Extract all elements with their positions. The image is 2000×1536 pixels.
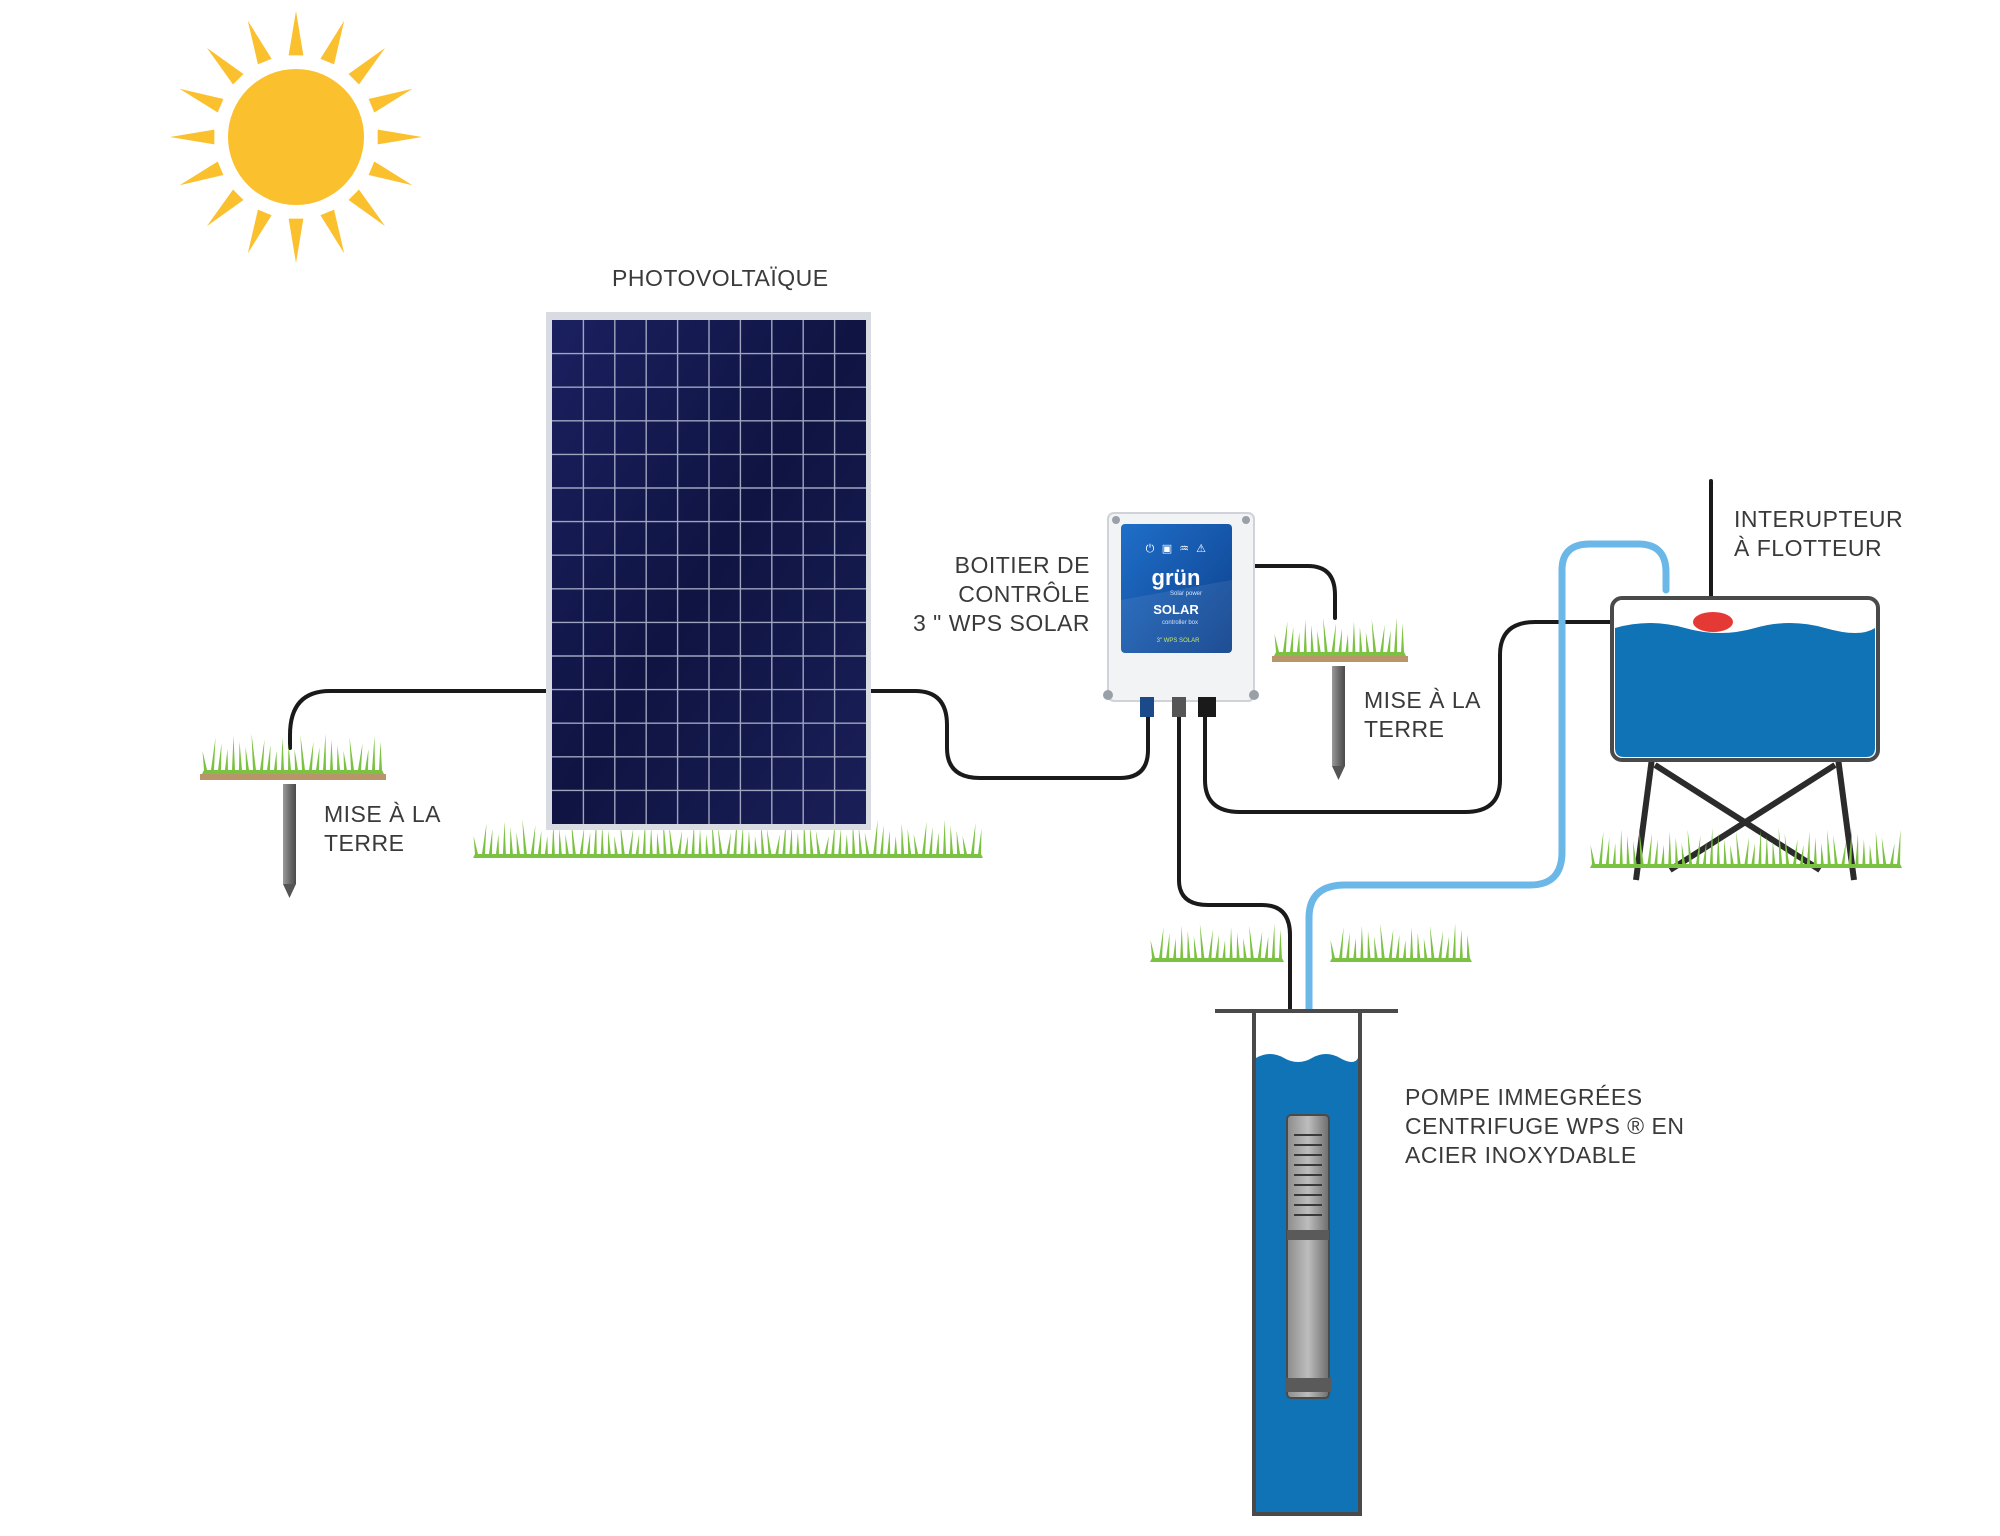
sun-ray — [179, 161, 224, 186]
label-line: TERRE — [1364, 716, 1445, 742]
water-tank — [1590, 596, 1902, 881]
sun-ray — [377, 129, 422, 145]
sun-icon — [170, 11, 422, 263]
label-line: BOITIER DE — [954, 552, 1090, 578]
ground-right — [1272, 617, 1408, 780]
sun-ray — [368, 88, 413, 113]
ground-label-right: MISE À LA TERRE — [1364, 686, 1481, 744]
sun-ray — [348, 47, 386, 85]
label-line: CONTRÔLE — [958, 581, 1090, 607]
grass-patch — [202, 733, 384, 774]
panel-label: PHOTOVOLTAÏQUE — [612, 264, 829, 293]
sun-ray — [179, 88, 224, 113]
ground-cable-left — [288, 689, 548, 750]
pump-label: POMPE IMMEGRÉES CENTRIFUGE WPS ® EN ACIER … — [1405, 1083, 1684, 1170]
sun-ray — [206, 47, 244, 85]
controller-connector — [1140, 697, 1154, 717]
ground-rod — [283, 784, 296, 884]
pump-power-cable — [1177, 713, 1292, 1117]
sun-ray — [320, 209, 345, 254]
label-line: INTERUPTEUR — [1734, 506, 1904, 532]
sun-ray — [206, 189, 244, 227]
sun-ray — [288, 11, 304, 56]
controller-subtitle: controller box — [1162, 620, 1198, 626]
ground-label-left: MISE À LA TERRE — [324, 800, 441, 858]
solar-panel — [546, 312, 871, 830]
controller-logo: grün — [1152, 565, 1201, 590]
controller-power-icon: ⏻ — [1146, 542, 1155, 555]
sun-ray — [170, 129, 215, 145]
controller-label: BOITIER DE CONTRÔLE 3 " WPS SOLAR — [905, 551, 1090, 638]
controller-box: ⏻ ▣ ♒ ⚠ grün Solar power SOLAR controlle… — [1103, 512, 1259, 717]
ground-left — [200, 733, 386, 898]
tank-stand — [1633, 757, 1857, 881]
controller-tagline: Solar power — [1170, 591, 1202, 597]
grass-patch — [1330, 923, 1472, 962]
sun-ray — [368, 161, 413, 186]
borehole — [1150, 923, 1472, 1516]
sun-ray — [247, 20, 272, 65]
cable-lines — [288, 479, 1713, 1117]
submersible-pump — [1285, 1114, 1331, 1399]
controller-pump-icon: ♒ — [1179, 542, 1189, 555]
label-line: CENTRIFUGE WPS ® EN — [1405, 1113, 1685, 1139]
float-switch-cable — [1203, 620, 1702, 814]
float-switch — [1693, 612, 1733, 632]
ground-cable-right — [1246, 564, 1337, 620]
float-switch-label: INTERUPTEUR À FLOTTEUR — [1734, 505, 1903, 563]
ground-rod — [1332, 666, 1345, 766]
controller-product: SOLAR — [1153, 602, 1199, 617]
tank-water — [1615, 623, 1875, 757]
controller-connector — [1198, 697, 1216, 717]
sun-ray — [348, 189, 386, 227]
soil-strip — [200, 774, 386, 780]
sun-ray — [247, 209, 272, 254]
controller-badge: 3" WPS SOLAR — [1157, 638, 1200, 644]
label-line: PHOTOVOLTAÏQUE — [612, 265, 829, 291]
label-line: À FLOTTEUR — [1734, 535, 1883, 561]
grass-patch — [1150, 923, 1284, 962]
label-line: POMPE IMMEGRÉES — [1405, 1084, 1643, 1110]
water-pipe — [1305, 540, 1670, 1054]
label-line: TERRE — [324, 830, 405, 856]
controller-connector — [1172, 697, 1186, 717]
label-line: MISE À LA — [324, 801, 441, 827]
grass-patch — [1274, 617, 1406, 656]
controller-warning-icon: ⚠ — [1196, 542, 1206, 555]
controller-battery-icon: ▣ — [1162, 542, 1172, 555]
label-line: ACIER INOXYDABLE — [1405, 1142, 1637, 1168]
label-line: MISE À LA — [1364, 687, 1481, 713]
sun-ray — [288, 218, 304, 263]
grass-patch — [473, 819, 983, 858]
label-line: 3 " WPS SOLAR — [913, 610, 1090, 636]
soil-strip — [1272, 656, 1408, 662]
sun-ray — [320, 20, 345, 65]
panel-to-controller-cable — [868, 689, 1150, 780]
grass-patch — [1590, 827, 1902, 868]
